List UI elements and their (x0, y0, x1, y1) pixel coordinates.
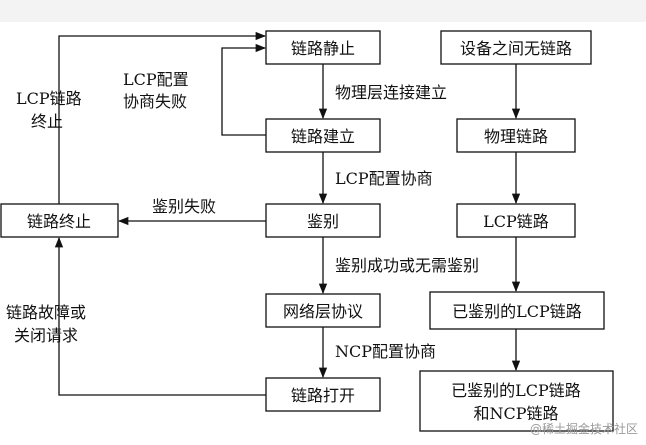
network-layer-label: 网络层协议 (283, 302, 363, 321)
link-dead-label: 链路静止 (291, 39, 355, 58)
link-terminate-label: 链路终止 (27, 212, 91, 231)
label-fault-line2: 关闭请求 (14, 326, 78, 345)
physical-link-box (456, 118, 576, 153)
lcp-link-label: LCP链路 (483, 212, 549, 231)
link-terminate-box (0, 203, 119, 238)
link-dead-box (265, 30, 381, 65)
label-ncp-negotiation: NCP配置协商 (335, 342, 436, 361)
no-link-label: 设备之间无链路 (460, 39, 572, 58)
lcp-link-box (456, 203, 576, 238)
arrow-lcp-terminate (58, 31, 267, 204)
auth-lcp-ncp-label-line2: 和NCP链路 (473, 404, 558, 423)
label-lcp-negotiation: LCP配置协商 (335, 169, 433, 188)
no-link-box (440, 30, 592, 65)
link-establish-label: 链路建立 (291, 127, 355, 146)
label-auth-fail: 鉴别失败 (152, 197, 216, 216)
auth-lcp-link-label: 已鉴别的LCP链路 (452, 302, 582, 321)
top-band (0, 0, 646, 22)
label-fault-line1: 链路故障或 (6, 303, 86, 322)
watermark: @稀土掘金技术社区 (529, 422, 638, 436)
link-open-label: 链路打开 (291, 386, 355, 405)
network-layer-box (265, 293, 381, 328)
label-lcp-fail-line1: LCP配置 (123, 70, 189, 89)
label-auth-success: 鉴别成功或无需鉴别 (335, 256, 479, 275)
label-lcp-fail-line2: 协商失败 (123, 92, 187, 111)
arrow-link-fault (54, 236, 266, 396)
auth-lcp-ncp-link-box (419, 370, 614, 432)
label-lcp-terminate-line1: LCP链路 (16, 89, 82, 108)
label-physical-connect: 物理层连接建立 (335, 83, 447, 102)
arrow-lcp-fail-loop (221, 43, 267, 136)
physical-link-label: 物理链路 (484, 127, 548, 146)
auth-lcp-ncp-label-line1: 已鉴别的LCP链路 (451, 381, 581, 400)
authenticate-label: 鉴别 (307, 212, 339, 231)
label-lcp-terminate-line2: 终止 (31, 112, 63, 131)
